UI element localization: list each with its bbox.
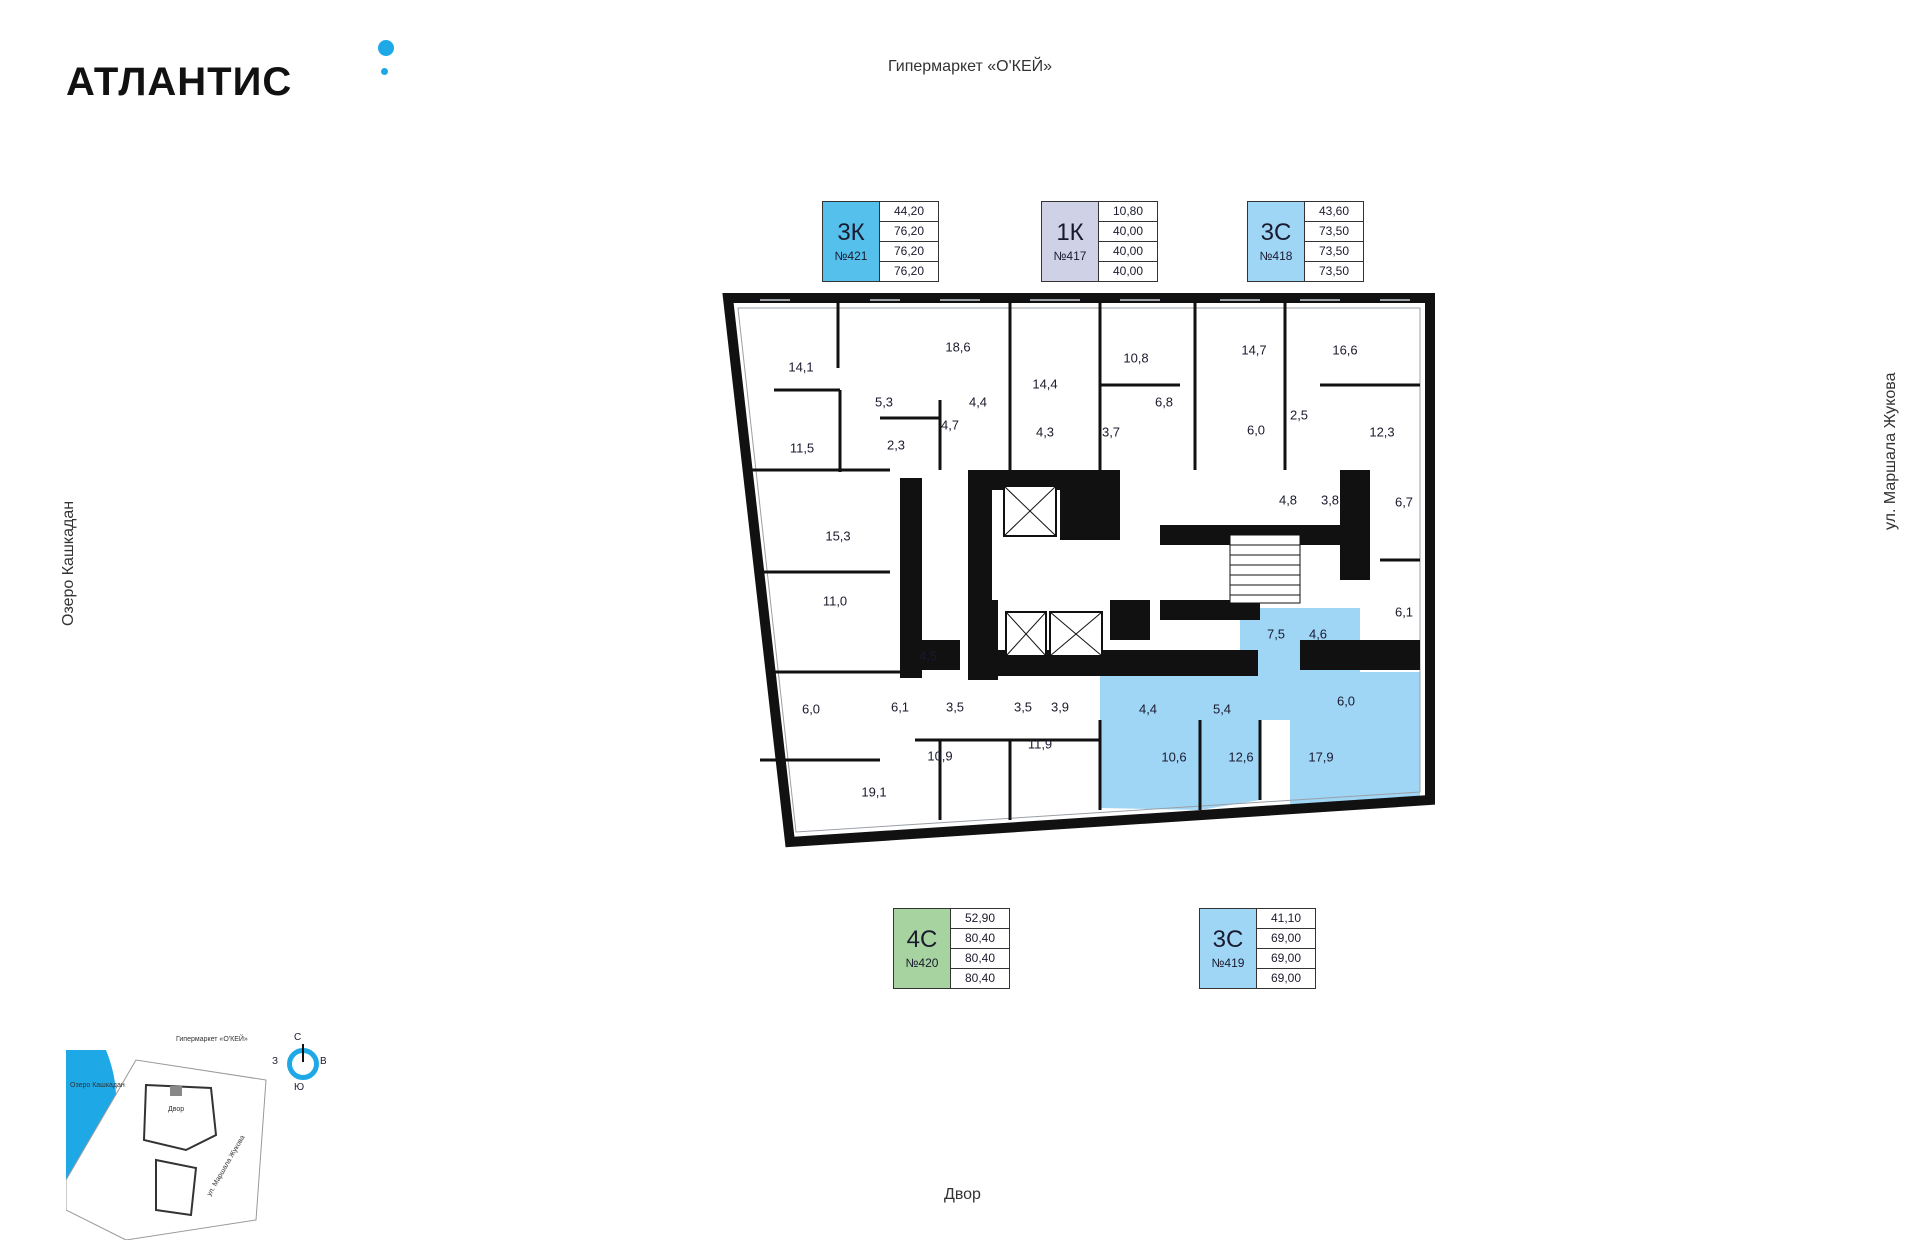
brand-logo: АТЛАНТИС — [66, 60, 293, 104]
room-area: 2,5 — [1289, 407, 1309, 423]
room-area: 4,3 — [1035, 424, 1055, 440]
core-wall — [1060, 470, 1120, 540]
apartment-fill-418-c — [1290, 672, 1420, 806]
compass-needle-icon — [302, 1044, 304, 1062]
core-wall — [900, 640, 960, 670]
room-area: 2,3 — [886, 437, 906, 453]
street-bottom-label: Двор — [944, 1186, 981, 1203]
partitions — [745, 300, 1420, 820]
logo-dot-icon — [378, 40, 394, 56]
room-area: 17,9 — [1308, 749, 1334, 765]
apartment-badge: 1К №417 — [1042, 202, 1099, 281]
minimap-yard-label: Двор — [168, 1106, 185, 1113]
room-area: 16,6 — [1332, 342, 1358, 358]
room-area: 4,6 — [1308, 626, 1328, 642]
compass-east: В — [320, 1056, 327, 1067]
room-area: 3,7 — [1101, 424, 1121, 440]
room-area: 18,6 — [945, 339, 971, 355]
room-area: 4,8 — [1278, 492, 1298, 508]
room-area: 5,4 — [1212, 701, 1232, 717]
room-area: 10,8 — [1123, 350, 1149, 366]
room-area: 6,1 — [1394, 604, 1414, 620]
outer-wall — [722, 293, 1435, 848]
minimap-lake-label: Озеро Кашкадан — [70, 1082, 125, 1089]
room-area: 5,3 — [874, 394, 894, 410]
room-area: 7,5 — [1266, 626, 1286, 642]
room-area: 15,3 — [825, 528, 851, 544]
room-area: 11,9 — [1027, 736, 1053, 752]
staircase — [1229, 534, 1301, 604]
core-wall — [1300, 640, 1420, 670]
room-area: 11,5 — [789, 440, 815, 456]
room-area: 10,6 — [1161, 749, 1187, 765]
apartment-badge: 4С №420 — [894, 909, 951, 988]
apartment-fill-421 — [742, 300, 1000, 470]
room-area: 3,5 — [1013, 699, 1033, 715]
room-area: 3,9 — [1050, 699, 1070, 715]
room-area: 11,0 — [822, 593, 848, 609]
compass-west: З — [272, 1056, 279, 1067]
core-wall — [1160, 600, 1260, 620]
site-minimap — [66, 1050, 267, 1240]
room-area: 19,1 — [861, 784, 887, 800]
room-area: 14,1 — [788, 359, 814, 375]
apartment-fill-419-b — [1178, 680, 1260, 720]
room-area: 12,6 — [1228, 749, 1254, 765]
room-area: 14,4 — [1032, 376, 1058, 392]
room-area: 4,4 — [1138, 701, 1158, 717]
room-area: 6,7 — [1394, 494, 1414, 510]
core-wall — [1340, 470, 1370, 580]
compass-north: С — [294, 1032, 302, 1043]
core-wall — [1110, 600, 1150, 640]
room-area: 3,5 — [945, 699, 965, 715]
room-area: 3,8 — [1320, 492, 1340, 508]
outer-wall-glass — [737, 307, 1421, 833]
room-area: 4,7 — [940, 417, 960, 433]
street-top-label: Гипермаркет «О'КЕЙ» — [888, 58, 1053, 75]
room-area: 6,1 — [890, 699, 910, 715]
room-area: 6,0 — [1246, 422, 1266, 438]
core-wall — [900, 478, 922, 678]
room-area: 4,5 — [918, 648, 938, 664]
room-area: 4,4 — [968, 394, 988, 410]
apartment-badge: 3С №419 — [1200, 909, 1257, 988]
room-area: 10,9 — [927, 748, 953, 764]
minimap-top-label: Гипермаркет «О'КЕЙ» — [176, 1036, 248, 1043]
apartment-fill-418 — [1200, 300, 1420, 470]
logo-dot-small-icon — [381, 68, 388, 75]
compass-south: Ю — [294, 1082, 305, 1093]
room-area: 14,7 — [1241, 342, 1267, 358]
room-area: 6,0 — [801, 701, 821, 717]
room-area: 6,0 — [1336, 693, 1356, 709]
apartment-badge: 3С №418 — [1248, 202, 1305, 281]
room-area: 6,8 — [1154, 394, 1174, 410]
apartment-badge: 3К №421 — [823, 202, 880, 281]
room-area: 12,3 — [1369, 424, 1395, 440]
